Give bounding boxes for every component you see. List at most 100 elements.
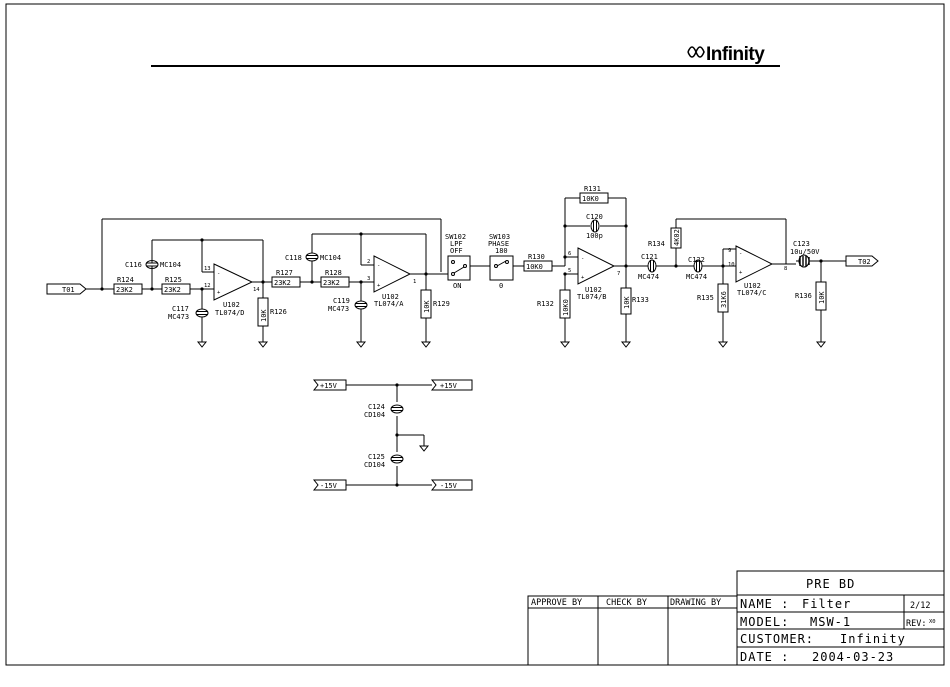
resistor-r125[interactable]: 23K2 R125 bbox=[161, 276, 191, 295]
resistor-r134[interactable]: 4K02 R134 bbox=[648, 227, 682, 249]
svg-text:4K02: 4K02 bbox=[673, 229, 681, 246]
svg-text:R132: R132 bbox=[537, 300, 554, 308]
switch-sw102-lpf[interactable]: SW102 LPF OFF ON bbox=[445, 233, 471, 290]
svg-text:SW102: SW102 bbox=[445, 233, 466, 241]
connector-label: T02 bbox=[858, 258, 871, 266]
svg-text:C122: C122 bbox=[688, 256, 705, 264]
svg-text:C120: C120 bbox=[586, 213, 603, 221]
svg-text:3: 3 bbox=[367, 276, 370, 282]
svg-text:10K: 10K bbox=[623, 296, 631, 309]
svg-text:R134: R134 bbox=[648, 240, 665, 248]
svg-text:R124: R124 bbox=[117, 276, 134, 284]
ground-icon bbox=[717, 341, 729, 348]
capacitor-c125[interactable]: C125 CD104 bbox=[364, 453, 404, 469]
svg-text:OFF: OFF bbox=[450, 247, 463, 255]
approve-by-label: APPROVE BY bbox=[531, 598, 582, 608]
svg-text:23K2: 23K2 bbox=[164, 286, 181, 294]
capacitor-c116[interactable]: C116 MC104 bbox=[125, 256, 181, 272]
power-port-neg-right[interactable]: -15V bbox=[430, 479, 473, 491]
svg-text:10K: 10K bbox=[818, 291, 826, 304]
svg-text:TL074/D: TL074/D bbox=[215, 309, 245, 317]
date-value: 2004-03-23 bbox=[812, 650, 894, 664]
capacitor-c122[interactable]: C122 MC474 bbox=[686, 256, 707, 281]
svg-text:100p: 100p bbox=[586, 232, 603, 240]
resistor-r132[interactable]: 10K0 R132 bbox=[537, 289, 571, 319]
svg-text:PHASE: PHASE bbox=[488, 240, 509, 248]
model-label: MODEL: bbox=[740, 615, 789, 629]
name-value: Filter bbox=[802, 597, 851, 611]
logo-text: Infinity bbox=[706, 44, 765, 65]
input-connector-t01[interactable]: T01 bbox=[46, 283, 87, 295]
infinity-logo: Infinity bbox=[687, 44, 766, 65]
svg-text:R129: R129 bbox=[433, 300, 450, 308]
capacitor-c123-electrolytic[interactable]: C123 10u/50V bbox=[790, 240, 820, 268]
switch-sw103-phase[interactable]: SW103 PHASE 180 0 bbox=[488, 233, 514, 290]
svg-text:R130: R130 bbox=[528, 253, 545, 261]
resistor-r133[interactable]: 10K R133 bbox=[620, 287, 649, 315]
svg-text:8: 8 bbox=[784, 266, 787, 272]
check-by-label: CHECK BY bbox=[606, 598, 647, 608]
capacitor-c118[interactable]: C118 MC104 bbox=[285, 249, 341, 265]
drawing-by-label: DRAWING BY bbox=[670, 598, 721, 608]
svg-text:TL074/C: TL074/C bbox=[737, 289, 767, 297]
svg-text:TL074/A: TL074/A bbox=[374, 300, 404, 308]
logo-mark-icon bbox=[687, 46, 705, 58]
sheet-number: 2/12 bbox=[910, 601, 930, 611]
resistor-r128[interactable]: 23K2 R128 bbox=[320, 269, 350, 288]
capacitor-c124[interactable]: C124 CD104 bbox=[364, 403, 404, 419]
date-label: DATE : bbox=[740, 650, 789, 664]
svg-text:5: 5 bbox=[568, 268, 571, 274]
resistor-r130[interactable]: 10K0 R130 bbox=[523, 253, 553, 272]
power-port-pos-left[interactable]: +15V bbox=[312, 379, 347, 391]
resistor-r124[interactable]: 23K2 R124 bbox=[113, 276, 143, 295]
resistor-r135[interactable]: 31K6 R135 bbox=[697, 283, 729, 313]
svg-text:+15V: +15V bbox=[440, 382, 458, 390]
resistor-r127[interactable]: 23K2 R127 bbox=[271, 269, 301, 288]
resistor-r126[interactable]: 10K R126 bbox=[257, 297, 287, 327]
svg-text:R127: R127 bbox=[276, 269, 293, 277]
svg-text:MC473: MC473 bbox=[328, 305, 349, 313]
svg-text:10K0: 10K0 bbox=[562, 299, 570, 316]
svg-text:+15V: +15V bbox=[320, 382, 338, 390]
ground-symbols bbox=[196, 341, 827, 452]
capacitor-c121[interactable]: C121 MC474 bbox=[638, 253, 660, 281]
junction-dots bbox=[100, 224, 823, 291]
svg-text:180: 180 bbox=[495, 247, 508, 255]
sheet-border bbox=[5, 3, 945, 666]
svg-text:10K: 10K bbox=[423, 300, 431, 313]
svg-text:C116: C116 bbox=[125, 261, 142, 269]
resistor-r131[interactable]: 10K0 R131 bbox=[579, 185, 609, 204]
svg-text:CD104: CD104 bbox=[364, 411, 385, 419]
svg-text:-: - bbox=[217, 271, 220, 277]
power-port-neg-left[interactable]: -15V bbox=[312, 479, 347, 491]
resistor-r129[interactable]: 10K R129 bbox=[420, 289, 450, 319]
ground-icon bbox=[418, 445, 430, 452]
power-port-pos-right[interactable]: +15V bbox=[430, 379, 473, 391]
svg-text:-: - bbox=[377, 263, 380, 269]
capacitor-c120[interactable]: C120 100p bbox=[586, 213, 603, 240]
svg-text:23K2: 23K2 bbox=[274, 279, 291, 287]
svg-text:C117: C117 bbox=[172, 305, 189, 313]
svg-text:10: 10 bbox=[728, 262, 735, 268]
svg-text:10K0: 10K0 bbox=[582, 195, 599, 203]
output-connector-t02[interactable]: T02 bbox=[845, 255, 879, 267]
svg-text:MC104: MC104 bbox=[160, 261, 181, 269]
resistor-r136[interactable]: 10K R136 bbox=[795, 281, 827, 311]
capacitor-c119[interactable]: C119 MC473 bbox=[328, 297, 368, 313]
svg-text:SW103: SW103 bbox=[489, 233, 510, 241]
svg-text:2: 2 bbox=[367, 259, 370, 265]
svg-text:CD104: CD104 bbox=[364, 461, 385, 469]
svg-text:U102: U102 bbox=[223, 301, 240, 309]
svg-text:MC473: MC473 bbox=[168, 313, 189, 321]
svg-text:C121: C121 bbox=[641, 253, 658, 261]
svg-text:9: 9 bbox=[728, 248, 731, 254]
opamp-u102-b[interactable]: - + 6 5 7 U102 TL074/B bbox=[568, 247, 620, 301]
svg-text:1: 1 bbox=[413, 279, 416, 285]
opamp-u102-c[interactable]: - + 9 10 8 U102 TL074/C bbox=[728, 245, 787, 297]
opamp-u102-a[interactable]: - + 2 3 1 U102 TL074/A bbox=[367, 255, 416, 308]
svg-text:12: 12 bbox=[204, 283, 211, 289]
capacitor-c117[interactable]: C117 MC473 bbox=[168, 305, 209, 321]
opamp-u102-d[interactable]: - + 13 12 14 U102 TL074/D bbox=[204, 263, 260, 317]
svg-text:+: + bbox=[217, 290, 221, 296]
